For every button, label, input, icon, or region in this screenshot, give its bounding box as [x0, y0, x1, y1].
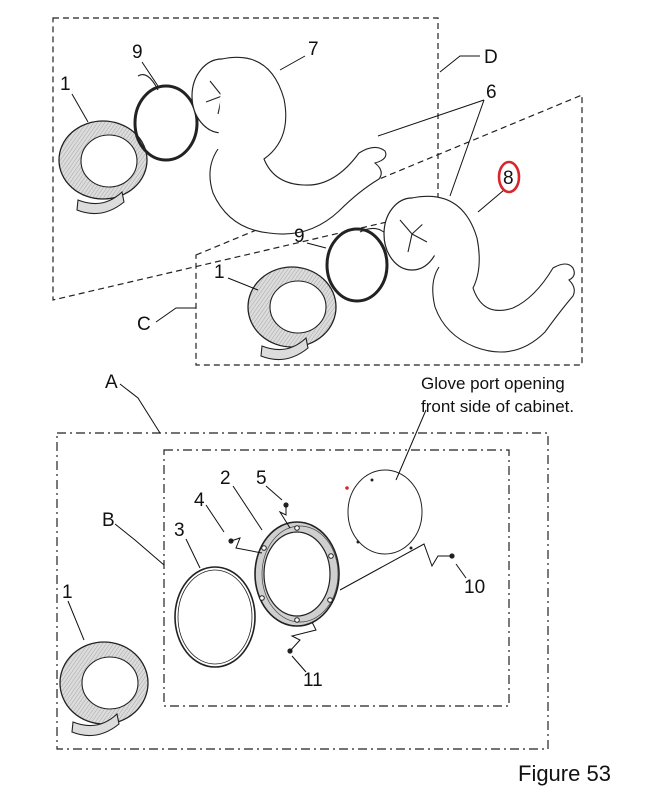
glove-top [191, 56, 387, 235]
figure-caption: Figure 53 [518, 761, 611, 786]
callout-top-1: 1 [60, 74, 71, 95]
callout-bot-a: A [105, 372, 118, 393]
screw-4 [228, 537, 263, 554]
callout-top-d: D [484, 47, 498, 68]
cuff-ring-middle [247, 266, 337, 361]
assembly-a-boundary [56, 432, 549, 750]
callout-bot-1: 1 [62, 582, 73, 603]
screw-11 [287, 621, 317, 654]
o-ring-top [133, 74, 199, 162]
cuff-ring-top [58, 120, 148, 215]
callout-top-6: 6 [486, 82, 497, 103]
callout-bot-2: 2 [220, 468, 231, 489]
callout-mid-8: 8 [503, 168, 514, 189]
leader-lines [67, 55, 505, 673]
callout-mid-c: C [137, 314, 151, 335]
cuff-ring-bottom [59, 641, 149, 737]
flange-ring-2 [254, 521, 340, 627]
callout-bot-3: 3 [174, 520, 185, 541]
o-ring-3 [174, 566, 256, 668]
callout-top-7: 7 [308, 39, 319, 60]
assembly-c-boundary [195, 94, 583, 366]
o-ring-middle [325, 227, 389, 303]
callout-top-9: 9 [132, 42, 143, 63]
callout-bot-5: 5 [256, 468, 267, 489]
callout-mid-9: 9 [294, 226, 305, 247]
callout-bot-11: 11 [303, 670, 323, 691]
callout-mid-1: 1 [214, 262, 225, 283]
note-line-2: front side of cabinet. [421, 397, 574, 416]
note-line-1: Glove port opening [421, 374, 565, 393]
callout-bot-b: B [102, 510, 115, 531]
callout-bot-4: 4 [194, 490, 205, 511]
sleeve-middle [383, 195, 575, 353]
callout-bot-10: 10 [464, 577, 485, 598]
screw-5 [278, 502, 291, 529]
assembly-b-boundary [163, 449, 510, 707]
glove-port-opening [347, 469, 423, 555]
screw-10 [339, 543, 455, 591]
highlight-circle [497, 160, 521, 194]
